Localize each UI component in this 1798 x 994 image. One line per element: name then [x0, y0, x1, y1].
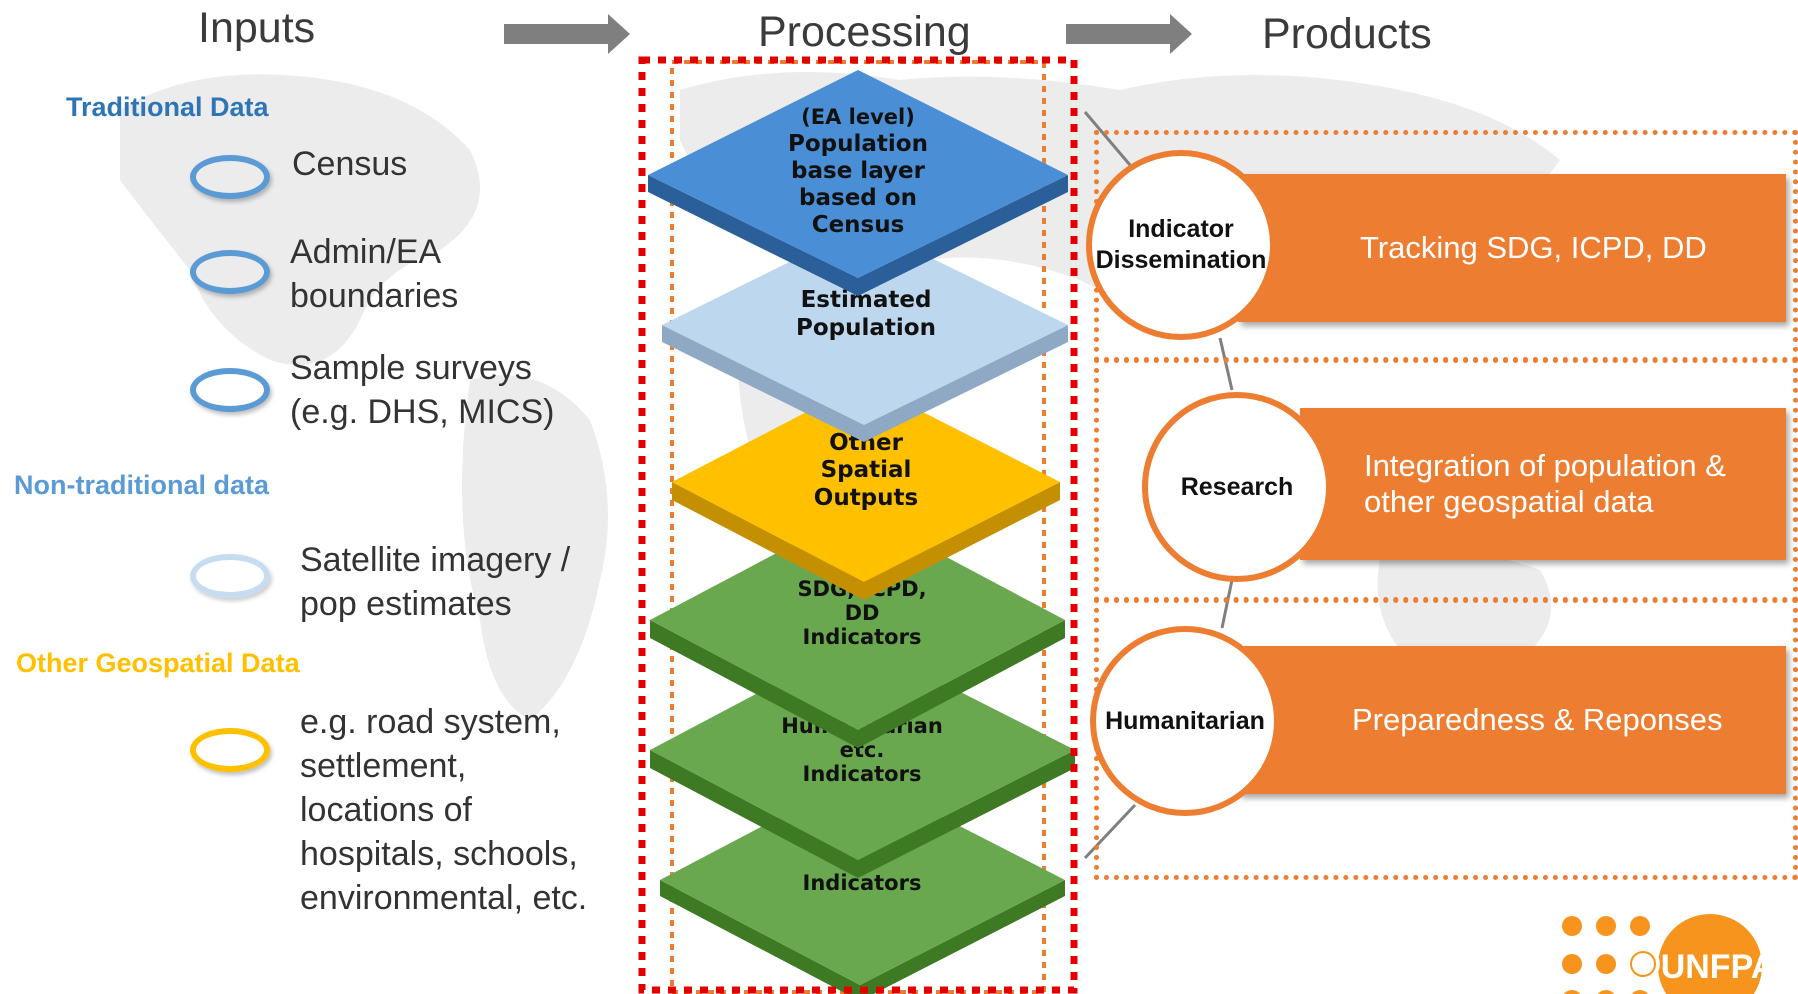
circle-humanitarian: Humanitarian	[1090, 626, 1280, 816]
surveys-oval-icon	[190, 368, 270, 412]
input-survey-line-1: Sample surveys	[290, 349, 532, 387]
product-research-line-1: Integration of population &	[1364, 448, 1726, 483]
connector-line	[1220, 579, 1234, 629]
boundaries-oval-icon	[190, 250, 270, 294]
layer-base-line-5: Census	[812, 212, 905, 238]
layer-hum-line-3: Indicators	[803, 762, 922, 786]
arrow-right-icon	[504, 14, 630, 54]
circle-indicator-line-2: Dissemination	[1095, 246, 1267, 274]
layer-base-line-3: base layer	[791, 158, 926, 184]
input-geo-line-4: hospitals, schools,	[300, 835, 578, 873]
layer-base-line-1: (EA level)	[801, 105, 915, 129]
input-geo-line-3: locations of	[300, 791, 472, 829]
layer-sdg-line-2: DD	[845, 601, 880, 625]
input-admin-line-2: boundaries	[290, 277, 459, 315]
circle-indicator-line-1: Indicator	[1128, 215, 1234, 243]
geospatial-oval-icon	[190, 728, 270, 772]
category-non-traditional-data: Non-traditional data	[14, 470, 269, 500]
input-satellite-imagery: Satellite imagery / pop estimates	[300, 538, 570, 626]
layer-indicators: Indicators	[660, 775, 1065, 994]
category-other-geospatial-data: Other Geospatial Data	[16, 648, 300, 678]
satellite-oval-icon	[190, 554, 270, 598]
connector-line	[1218, 337, 1234, 391]
census-oval-icon	[190, 155, 270, 199]
product-research-line-2: other geospatial data	[1364, 484, 1654, 519]
layer-base-line-2: Population	[788, 131, 928, 157]
layer-other-line-2: Spatial	[821, 457, 912, 483]
product-box-integration: Integration of population & other geospa…	[1300, 408, 1786, 560]
input-geo-line-5: environmental, etc.	[300, 879, 588, 917]
layer-base-line-4: based on	[799, 185, 917, 211]
input-satellite-line-1: Satellite imagery /	[300, 541, 571, 579]
circle-research: Research	[1142, 392, 1332, 582]
connector-line	[1083, 111, 1132, 166]
product-box-preparedness: Preparedness & Reponses	[1238, 646, 1786, 794]
input-survey-line-2: (e.g. DHS, MICS)	[290, 393, 555, 431]
input-geo-line-1: e.g. road system,	[300, 703, 561, 741]
circle-indicator-dissemination: Indicator Dissemination	[1086, 150, 1276, 340]
layer-est-line-2: Population	[796, 315, 936, 341]
connector-line	[1083, 803, 1137, 860]
input-other-geospatial: e.g. road system, settlement, locations …	[300, 700, 587, 920]
input-admin-line-1: Admin/EA	[290, 233, 442, 271]
layer-population-base: (EA level) Population base layer based o…	[648, 70, 1068, 296]
unfpa-logo: UNFPA	[1562, 914, 1776, 994]
product-box-tracking: Tracking SDG, ICPD, DD	[1238, 174, 1786, 322]
input-census: Census	[292, 145, 408, 183]
layer-other-line-3: Outputs	[814, 485, 918, 511]
category-traditional-data: Traditional Data	[66, 92, 269, 122]
processing-red-dotted-frame	[638, 56, 1078, 994]
layer-sdg-line-3: Indicators	[803, 625, 922, 649]
input-satellite-line-2: pop estimates	[300, 585, 512, 623]
products-header: Products	[1262, 10, 1432, 58]
input-admin-boundaries: Admin/EA boundaries	[290, 230, 458, 318]
processing-header: Processing	[758, 8, 971, 56]
input-geo-line-2: settlement,	[300, 747, 467, 785]
arrow-right-icon	[1066, 14, 1192, 54]
layer-other-spatial-outputs: Other Spatial Outputs	[672, 382, 1060, 600]
inputs-header: Inputs	[198, 4, 316, 52]
logo-text: UNFPA	[1661, 948, 1776, 986]
input-sample-surveys: Sample surveys (e.g. DHS, MICS)	[290, 346, 554, 434]
